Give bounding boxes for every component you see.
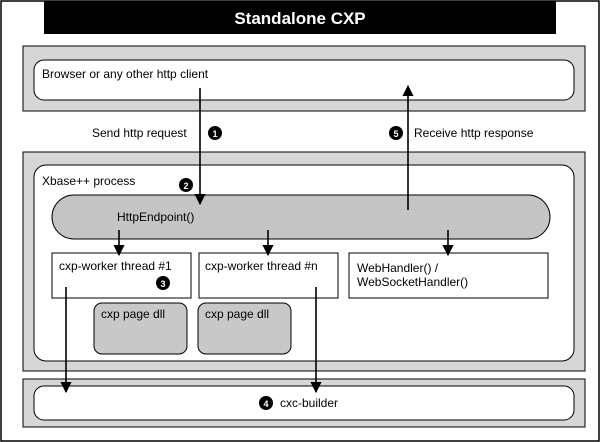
step-4-number: 4: [263, 399, 268, 409]
process-label: Xbase++ process: [42, 174, 135, 188]
step-1-badge: [208, 126, 222, 140]
step-5-badge: [389, 126, 403, 140]
builder-label: cxc-builder: [280, 396, 338, 410]
step-2-number: 2: [183, 181, 188, 191]
client-label: Browser or any other http client: [42, 67, 209, 81]
step-5-number: 5: [393, 129, 398, 139]
step-3-badge: [156, 276, 170, 290]
client-box: [33, 59, 575, 101]
dll-1-box: [93, 302, 188, 355]
send-label: Send http request: [92, 126, 187, 140]
step-4-badge: [259, 396, 273, 410]
handler-label-line-2: WebSocketHandler(): [357, 275, 468, 289]
handler-box: [348, 252, 549, 299]
step-1-number: 1: [212, 129, 217, 139]
dll-1-label: cxp page dll: [101, 307, 165, 321]
worker-1-label: cxp-worker thread #1: [59, 259, 172, 273]
receive-label: Receive http response: [414, 126, 534, 140]
worker-1-box: [51, 252, 192, 299]
dll-2-label: cxp page dll: [205, 307, 269, 321]
step-3-number: 3: [160, 279, 165, 289]
title-bar: [44, 1, 556, 34]
dll-2-box: [197, 302, 292, 355]
worker-n-box: [198, 252, 339, 299]
step-2-badge: [179, 178, 193, 192]
diagram-title: Standalone CXP: [234, 9, 365, 28]
endpoint-box: [51, 194, 551, 240]
builder-box: [33, 385, 575, 421]
handler-label-line-1: WebHandler() /: [357, 261, 439, 275]
worker-n-label: cxp-worker thread #n: [205, 259, 318, 273]
endpoint-label: HttpEndpoint(): [117, 210, 194, 224]
